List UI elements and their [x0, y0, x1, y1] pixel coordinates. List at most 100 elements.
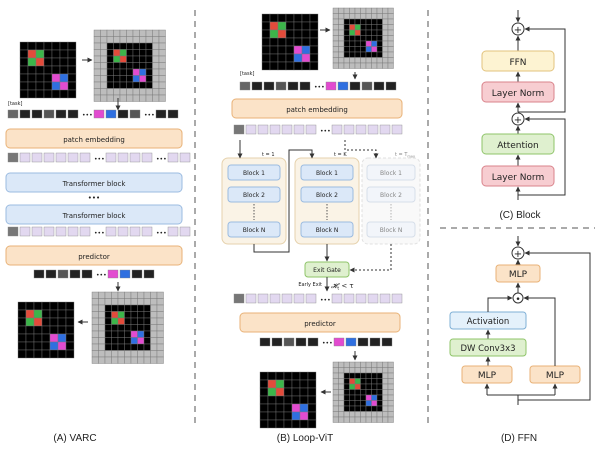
grid-cell [119, 88, 127, 96]
grid-cell [354, 394, 361, 401]
grid-cell [354, 62, 361, 69]
grid-cell [338, 7, 345, 14]
grid-cell [111, 350, 119, 358]
grid-cell [360, 51, 367, 58]
loop-iteration-3: t = Tmax Block 1 Block 2 Block N [361, 152, 421, 245]
grid-cell [104, 337, 112, 345]
grid-cell [35, 73, 45, 83]
grid-cell [65, 309, 75, 319]
loop-3-block-2 [366, 186, 416, 203]
grid-cell [132, 49, 140, 57]
grid-cell [376, 378, 383, 385]
grid-cell [307, 403, 317, 413]
residual-add [511, 246, 525, 260]
grid-cell [382, 367, 389, 374]
grid-cell [19, 41, 29, 51]
grid-cell [113, 94, 121, 102]
grid-cell [365, 378, 372, 385]
grid-cell [67, 81, 77, 91]
grid-cell [269, 53, 279, 63]
token [245, 293, 257, 304]
token [129, 226, 141, 237]
grid-cell [33, 341, 43, 351]
grid-cell [267, 419, 277, 429]
mlp-top-label: MLP [509, 270, 528, 280]
grid-cell [17, 333, 27, 343]
patch-embedding-box [5, 128, 183, 149]
grid-cell [43, 81, 53, 91]
grid-cell [67, 49, 77, 59]
grid-cell [130, 291, 138, 299]
token [391, 124, 403, 135]
grid-cell [354, 13, 361, 20]
grid-cell [100, 49, 108, 57]
token-ellipsis: ••• [82, 112, 93, 119]
elementwise-multiply [512, 292, 524, 304]
token [369, 337, 381, 347]
layer-norm-top-label: Layer Norm [492, 89, 545, 99]
grid-cell [106, 75, 114, 83]
grid-cell [100, 81, 108, 89]
grid-cell [150, 356, 158, 364]
grid-cell [57, 301, 67, 311]
grid-cell [354, 378, 361, 385]
grid-cell [158, 36, 166, 44]
grid-cell [124, 291, 132, 299]
grid-cell [338, 416, 345, 423]
loop-1-block-1 [227, 164, 281, 181]
grid-cell [285, 37, 295, 47]
grid-cell [277, 37, 287, 47]
grid-cell [349, 51, 356, 58]
grid-cell [59, 41, 69, 51]
grid-cell [307, 371, 317, 381]
grid-cell [293, 13, 303, 23]
grid-cell [261, 61, 271, 71]
grid-cell [67, 65, 77, 75]
grid-cell [156, 304, 164, 312]
grid-cell [360, 367, 367, 374]
layer-norm-top-box [481, 81, 555, 103]
grid-cell [98, 324, 106, 332]
grid-cell [119, 68, 127, 76]
token [269, 293, 281, 304]
token [381, 337, 393, 347]
grid-cell [277, 53, 287, 63]
token [281, 293, 293, 304]
grid-cell [35, 49, 45, 59]
grid-cell [100, 75, 108, 83]
grid-cell [119, 49, 127, 57]
grid-cell [293, 29, 303, 39]
grid-cell [275, 403, 285, 413]
grid-cell [139, 55, 147, 63]
grid-cell [124, 298, 132, 306]
grid-cell [67, 41, 77, 51]
grid-cell [91, 291, 99, 299]
grid-cell [332, 40, 339, 47]
grid-cell [349, 62, 356, 69]
grid-cell [124, 317, 132, 325]
grid-cell [33, 349, 43, 359]
token [357, 337, 369, 347]
exit-condition: 𝓗t < τ [331, 282, 354, 292]
grid-cell [387, 13, 394, 20]
grid-cell [267, 403, 277, 413]
grid-cell [98, 337, 106, 345]
token [239, 81, 251, 91]
grid-cell [106, 55, 114, 63]
grid-cell [113, 49, 121, 57]
grid-cell [291, 371, 301, 381]
loop-3-iter: t = Tmax [395, 152, 415, 159]
grid-cell [152, 29, 160, 37]
grid-cell [360, 394, 367, 401]
grid-cell [145, 42, 153, 50]
grid-cell [104, 343, 112, 351]
embedded-token-row: ••• [233, 124, 403, 135]
grid-cell [25, 341, 35, 351]
grid-cell [41, 325, 51, 335]
grid-cell [49, 349, 59, 359]
grid-cell [51, 81, 61, 91]
grid-cell [365, 405, 372, 412]
grid-cell [343, 383, 350, 390]
token-ellipsis: ••• [314, 84, 325, 91]
grid-cell [98, 330, 106, 338]
